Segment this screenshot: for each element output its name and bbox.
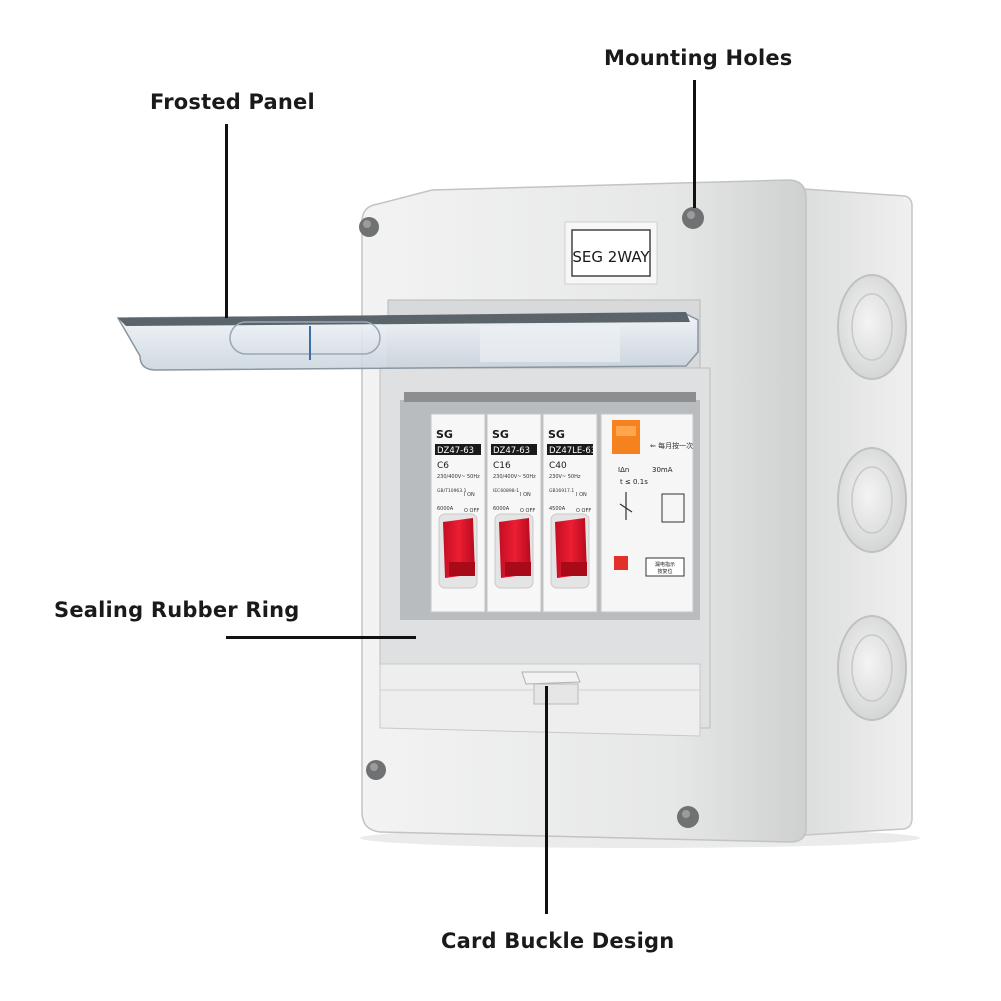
callout-frosted-panel: Frosted Panel xyxy=(150,90,315,114)
svg-text:按复位: 按复位 xyxy=(657,568,672,575)
svg-text:⇐ 每月按一次: ⇐ 每月按一次 xyxy=(650,441,693,450)
leader-line-mounting xyxy=(693,80,696,208)
breaker-on-mark: I ON xyxy=(520,492,531,498)
leader-line-sealing xyxy=(226,636,416,639)
enclosure-side xyxy=(789,187,913,837)
breaker-off-mark: O OFF xyxy=(576,508,591,514)
mounting-hole xyxy=(677,806,699,828)
leader-line-frosted xyxy=(225,124,228,318)
breaker-brand: SG xyxy=(548,428,565,441)
breaker-model: DZ47-63 xyxy=(493,446,530,456)
knockout-hole xyxy=(837,274,907,380)
breaker-standard: GB/T10963.1 xyxy=(437,488,467,494)
rcd-sensitivity: 30mA xyxy=(652,466,673,474)
breaker-off-mark: O OFF xyxy=(464,508,479,514)
breaker-capacity: 4500A xyxy=(549,506,566,512)
rcd-trip-time: t ≤ 0.1s xyxy=(620,478,648,486)
rcd-indicator xyxy=(614,556,628,570)
leader-line-buckle xyxy=(545,686,548,914)
svg-text:IΔn: IΔn xyxy=(618,466,629,474)
breaker-capacity: 6000A xyxy=(493,506,510,512)
breaker-spec: 230/400V~ 50Hz xyxy=(437,474,480,480)
nameplate: SEG 2WAY xyxy=(564,221,658,285)
rcd-module: ⇐ 每月按一次 IΔn 30mA t ≤ 0.1s 漏电指示 按复位 xyxy=(600,413,694,613)
mounting-hole xyxy=(682,207,704,229)
breaker-brand: SG xyxy=(492,428,509,441)
breaker-rating: C40 xyxy=(549,461,567,471)
mounting-hole xyxy=(359,217,379,237)
breaker-spec: 230V~ 50Hz xyxy=(549,474,581,480)
breaker-capacity: 6000A xyxy=(437,506,454,512)
knockout-hole xyxy=(837,447,907,553)
mounting-hole xyxy=(366,760,386,780)
breaker-model: DZ47LE-63 xyxy=(549,446,596,456)
breaker-model: DZ47-63 xyxy=(437,446,474,456)
breaker-standard: GB16917.1 xyxy=(549,488,574,494)
breaker-on-mark: I ON xyxy=(576,492,587,498)
nameplate-text: SEG 2WAY xyxy=(572,248,650,266)
breaker-rating: C6 xyxy=(437,461,449,471)
breaker-brand: SG xyxy=(436,428,453,441)
callout-sealing-rubber-ring: Sealing Rubber Ring xyxy=(54,598,300,622)
breaker-rating: C16 xyxy=(493,461,511,471)
knockout-hole xyxy=(837,615,907,721)
breaker-on-mark: I ON xyxy=(464,492,475,498)
frosted-panel xyxy=(116,312,699,371)
callout-card-buckle-design: Card Buckle Design xyxy=(441,929,675,953)
breaker-standard: IEC60898-1 xyxy=(493,488,519,494)
breaker-off-mark: O OFF xyxy=(520,508,535,514)
callout-mounting-holes: Mounting Holes xyxy=(604,46,793,70)
svg-text:漏电指示: 漏电指示 xyxy=(655,561,675,568)
breaker-spec: 230/400V~ 50Hz xyxy=(493,474,536,480)
rcd-test-button xyxy=(612,420,640,454)
